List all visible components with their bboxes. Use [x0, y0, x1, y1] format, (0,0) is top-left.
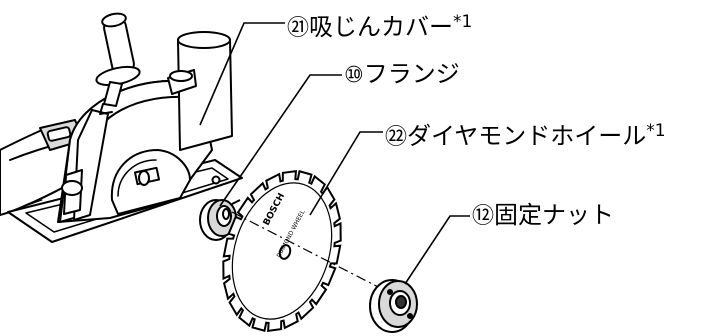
- callout-dust-cover-name: 吸じんカバー: [309, 13, 454, 41]
- callout-lock-nut: ⑫固定ナット: [472, 201, 614, 231]
- side-handle-stem: [103, 81, 123, 107]
- diamond-wheel-bore: [278, 244, 292, 260]
- lock-nut-hole-1: [387, 289, 393, 295]
- hatch-line: [27, 199, 43, 206]
- callout-diamond-wheel-footnote: *1: [646, 121, 666, 141]
- assembly-axis-line: [231, 211, 389, 293]
- flange-part: [199, 199, 241, 241]
- leader-dust-cover: [199, 22, 285, 126]
- leader-lock-nut: [404, 215, 470, 285]
- callout-dust-cover-number: ㉑: [287, 16, 310, 41]
- lock-nut-bore: [395, 295, 407, 309]
- lock-nut-part: [369, 279, 418, 333]
- flange-bore: [222, 208, 230, 220]
- grinder-with-dust-cover: [0, 12, 243, 243]
- callout-dust-cover-footnote: *1: [453, 12, 473, 32]
- side-handle-cap: [101, 12, 127, 28]
- callout-diamond-wheel-name: ダイヤモンドホイール: [407, 122, 647, 150]
- side-handle: [95, 12, 141, 115]
- grinder-switch-slot: [46, 126, 72, 142]
- callout-flange: ⑩フランジ: [344, 60, 460, 90]
- callout-dust-cover: ㉑吸じんカバー*1: [287, 8, 472, 43]
- side-handle-arrow: [99, 103, 113, 115]
- callout-flange-number: ⑩: [344, 63, 364, 88]
- callout-lock-nut-name: 固定ナット: [494, 201, 615, 229]
- spindle-end: [138, 170, 150, 186]
- diamond-wheel-part: BOSCH DIAMOND WHEEL: [222, 169, 342, 333]
- handle-arm-knob: [61, 180, 83, 196]
- callout-diamond-wheel-number: ㉒: [385, 125, 408, 150]
- diamond-wheel-inner-ring: [231, 182, 333, 320]
- flange-arrow-stub: [231, 199, 241, 205]
- guard-knob-cap: [169, 70, 193, 82]
- callout-lock-nut-number: ⑫: [472, 204, 495, 229]
- lock-nut-hole-2: [407, 313, 413, 319]
- wheel-window-edge: [117, 159, 157, 197]
- callout-flange-name: フランジ: [363, 60, 460, 88]
- leader-diamond-wheel: [309, 131, 383, 216]
- callout-diamond-wheel: ㉒ダイヤモンドホイール*1: [385, 117, 666, 152]
- dust-outlet-opening: [177, 31, 231, 49]
- callout-leaders: [199, 22, 470, 285]
- base-plate-screw: [211, 175, 221, 185]
- leader-flange: [219, 74, 342, 207]
- dust-outlet-tube: [177, 39, 233, 151]
